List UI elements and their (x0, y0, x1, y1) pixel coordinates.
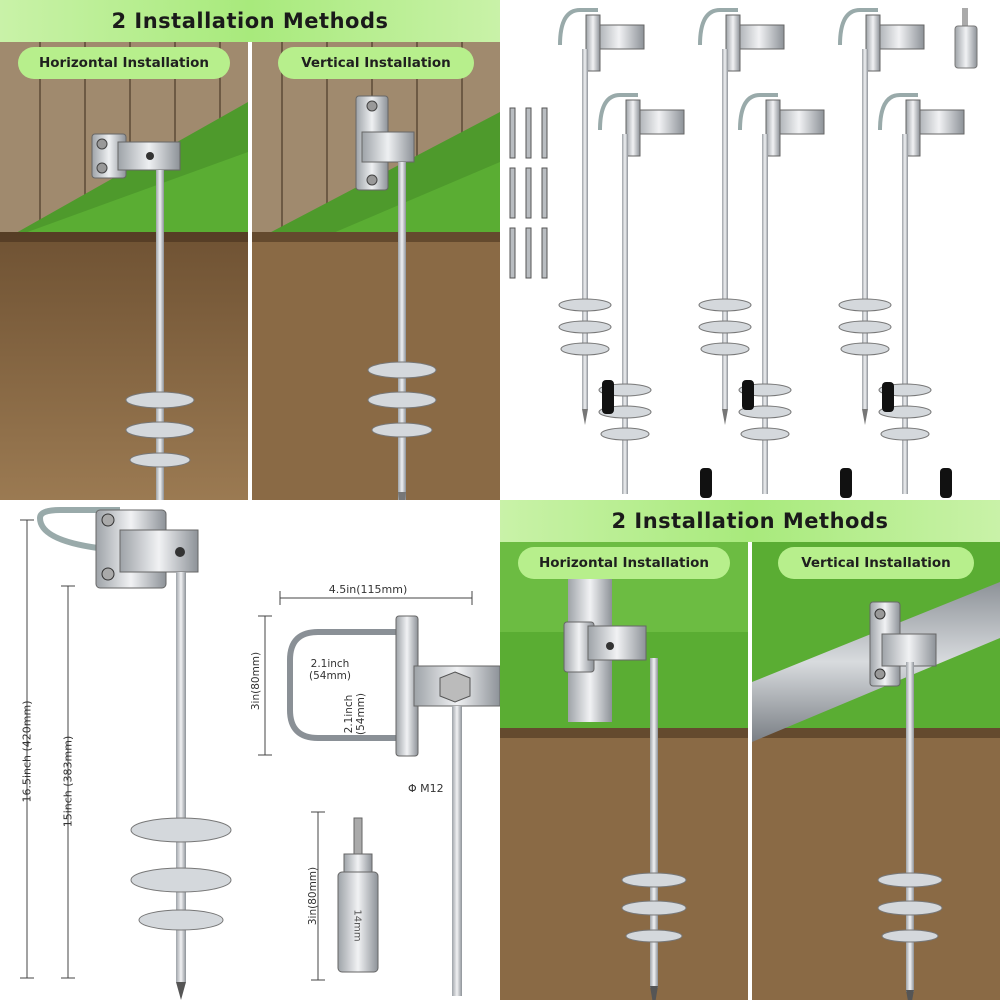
protective-caps (602, 380, 952, 498)
ubolt-width-label: 2.1inch (54mm) (300, 658, 360, 682)
installation-methods-fence-panel: 2 Installation Methods (0, 0, 500, 500)
vertical-installation-label: Vertical Installation (278, 47, 474, 79)
banner (500, 500, 1000, 542)
horizontal-installation-label: Horizontal Installation (518, 547, 730, 579)
ubolt-height-label: 2.1inch (54mm) (343, 679, 367, 749)
pipe-vertical-scene: Vertical Installation (752, 542, 1000, 1000)
ground-anchor (698, 8, 785, 425)
socket-length-label: 3in(80mm) (307, 866, 319, 926)
ground-anchor (598, 93, 685, 494)
socket-size-label: 14mm (351, 909, 363, 942)
ubolt-width-mm: (54mm) (308, 670, 351, 682)
width-label: 4.5in(115mm) (328, 583, 408, 596)
diameter-label: Φ M12 (408, 782, 444, 795)
ground-anchor (878, 93, 965, 494)
banner-title: 2 Installation Methods (111, 9, 389, 33)
ubolt-height-inch: 2.1inch (343, 694, 355, 734)
height-label: 3in(80mm) (250, 651, 262, 711)
ubolt-height-mm: (54mm) (355, 693, 367, 736)
pipe-horizontal-scene: Horizontal Installation (500, 542, 748, 1000)
horizontal-installation-label: Horizontal Installation (18, 47, 230, 79)
total-length-label: 16.5inch (420mm) (20, 700, 34, 803)
banner (0, 0, 500, 42)
screws (509, 107, 548, 279)
installation-methods-pipe-panel: 2 Installation Methods Horizontal Instal… (500, 500, 1000, 1000)
ubolt-width-inch: 2.1inch (310, 658, 350, 670)
ground-anchor (838, 8, 925, 425)
ground-anchor (738, 93, 825, 494)
banner-title: 2 Installation Methods (611, 509, 889, 533)
fence-vertical-scene: Vertical Installation (252, 42, 500, 500)
package-contents-panel (500, 0, 1000, 500)
ground-anchor (558, 8, 645, 425)
dimensions-panel: 16.5inch (420mm) 15inch (383mm) 4.5in(11… (0, 500, 500, 1000)
vertical-installation-label: Vertical Installation (778, 547, 974, 579)
shaft-length-label: 15inch (383mm) (61, 735, 75, 828)
fence-horizontal-scene: Horizontal Installation (0, 42, 248, 500)
